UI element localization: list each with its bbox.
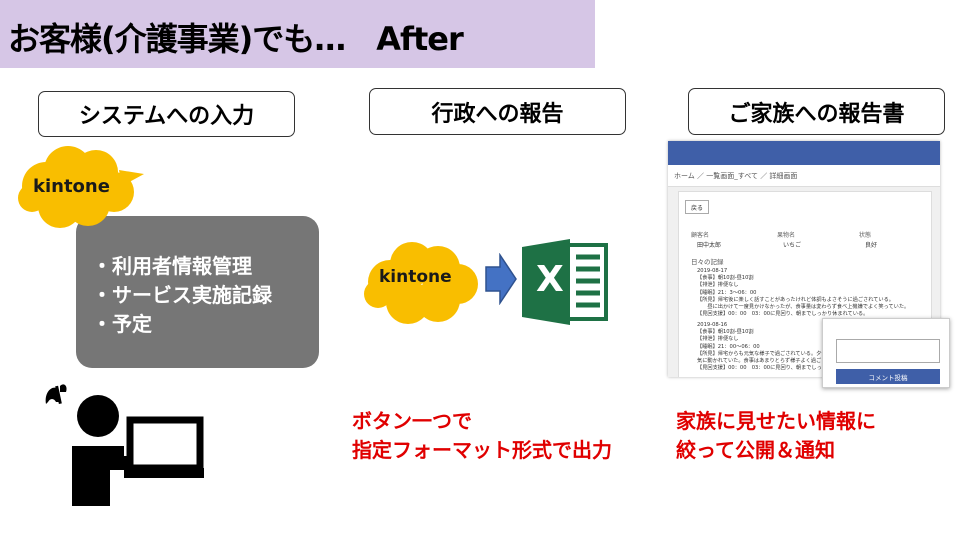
excel-letter: X bbox=[536, 259, 564, 300]
title-banner: お客様(介護事業)でも… After bbox=[0, 0, 595, 68]
report-caption: ボタン一つで 指定フォーマット形式で出力 bbox=[352, 407, 612, 465]
mock-breadcrumb: ホーム ／ 一覧画面_すべて ／ 詳細画面 bbox=[668, 165, 940, 187]
kintone-logo-text-2: kintone bbox=[379, 267, 452, 287]
header-system-input-label: システムへの入力 bbox=[78, 104, 255, 129]
header-gov-report-label: 行政への報告 bbox=[431, 101, 564, 127]
mock-field-label: 顧客名 bbox=[691, 232, 710, 239]
mock-section-title: 日々の記録 bbox=[691, 258, 724, 266]
page-title: お客様(介護事業)でも… After bbox=[8, 20, 464, 58]
excel-icon bbox=[522, 239, 608, 325]
report-caption-line: ボタン一つで bbox=[352, 409, 472, 433]
mock-field-label: 果物名 bbox=[777, 232, 796, 239]
mock-app-header bbox=[668, 141, 940, 165]
kintone-cloud-icon bbox=[18, 146, 144, 228]
mock-field-value: いちご bbox=[783, 242, 802, 249]
kintone-logo-text: kintone bbox=[33, 176, 110, 197]
mock-comment-box: コメント投稿 bbox=[822, 318, 950, 388]
report-caption-line: 指定フォーマット形式で出力 bbox=[352, 438, 612, 462]
header-gov-report: 行政への報告 bbox=[369, 88, 626, 135]
person-at-computer-icon bbox=[45, 384, 204, 506]
header-family-report: ご家族への報告書 bbox=[688, 88, 945, 135]
family-caption-line: 絞って公開＆通知 bbox=[676, 438, 835, 462]
arrow-right-icon bbox=[485, 253, 517, 305]
header-family-report-label: ご家族への報告書 bbox=[728, 101, 905, 127]
mock-log-entry: 2019-08-17 【食事】朝10割-昼10割 【排泄】排便なし 【睡眠】21… bbox=[697, 268, 910, 318]
system-item: ・利用者情報管理 bbox=[92, 254, 252, 278]
mock-field-value: 良好 bbox=[865, 242, 878, 249]
mock-field-label: 状態 bbox=[859, 232, 872, 239]
system-items-box: ・利用者情報管理 ・サービス実施記録 ・予定 bbox=[76, 216, 319, 368]
family-caption-line: 家族に見せたい情報に bbox=[676, 409, 876, 433]
mock-comment-input[interactable] bbox=[836, 339, 940, 363]
system-item: ・サービス実施記録 bbox=[92, 283, 272, 307]
header-system-input: システムへの入力 bbox=[38, 91, 295, 137]
family-caption: 家族に見せたい情報に 絞って公開＆通知 bbox=[676, 407, 876, 465]
mock-post-comment-button[interactable]: コメント投稿 bbox=[836, 369, 940, 384]
kintone-cloud-icon-2 bbox=[364, 242, 478, 324]
system-item: ・予定 bbox=[92, 312, 152, 336]
mock-back-button[interactable]: 戻る bbox=[685, 200, 709, 214]
mock-log-entry: 2019-08-16 【食事】朝10割-昼10割 【排泄】排便なし 【睡眠】21… bbox=[697, 322, 848, 372]
mock-field-value: 田中太郎 bbox=[697, 242, 722, 249]
